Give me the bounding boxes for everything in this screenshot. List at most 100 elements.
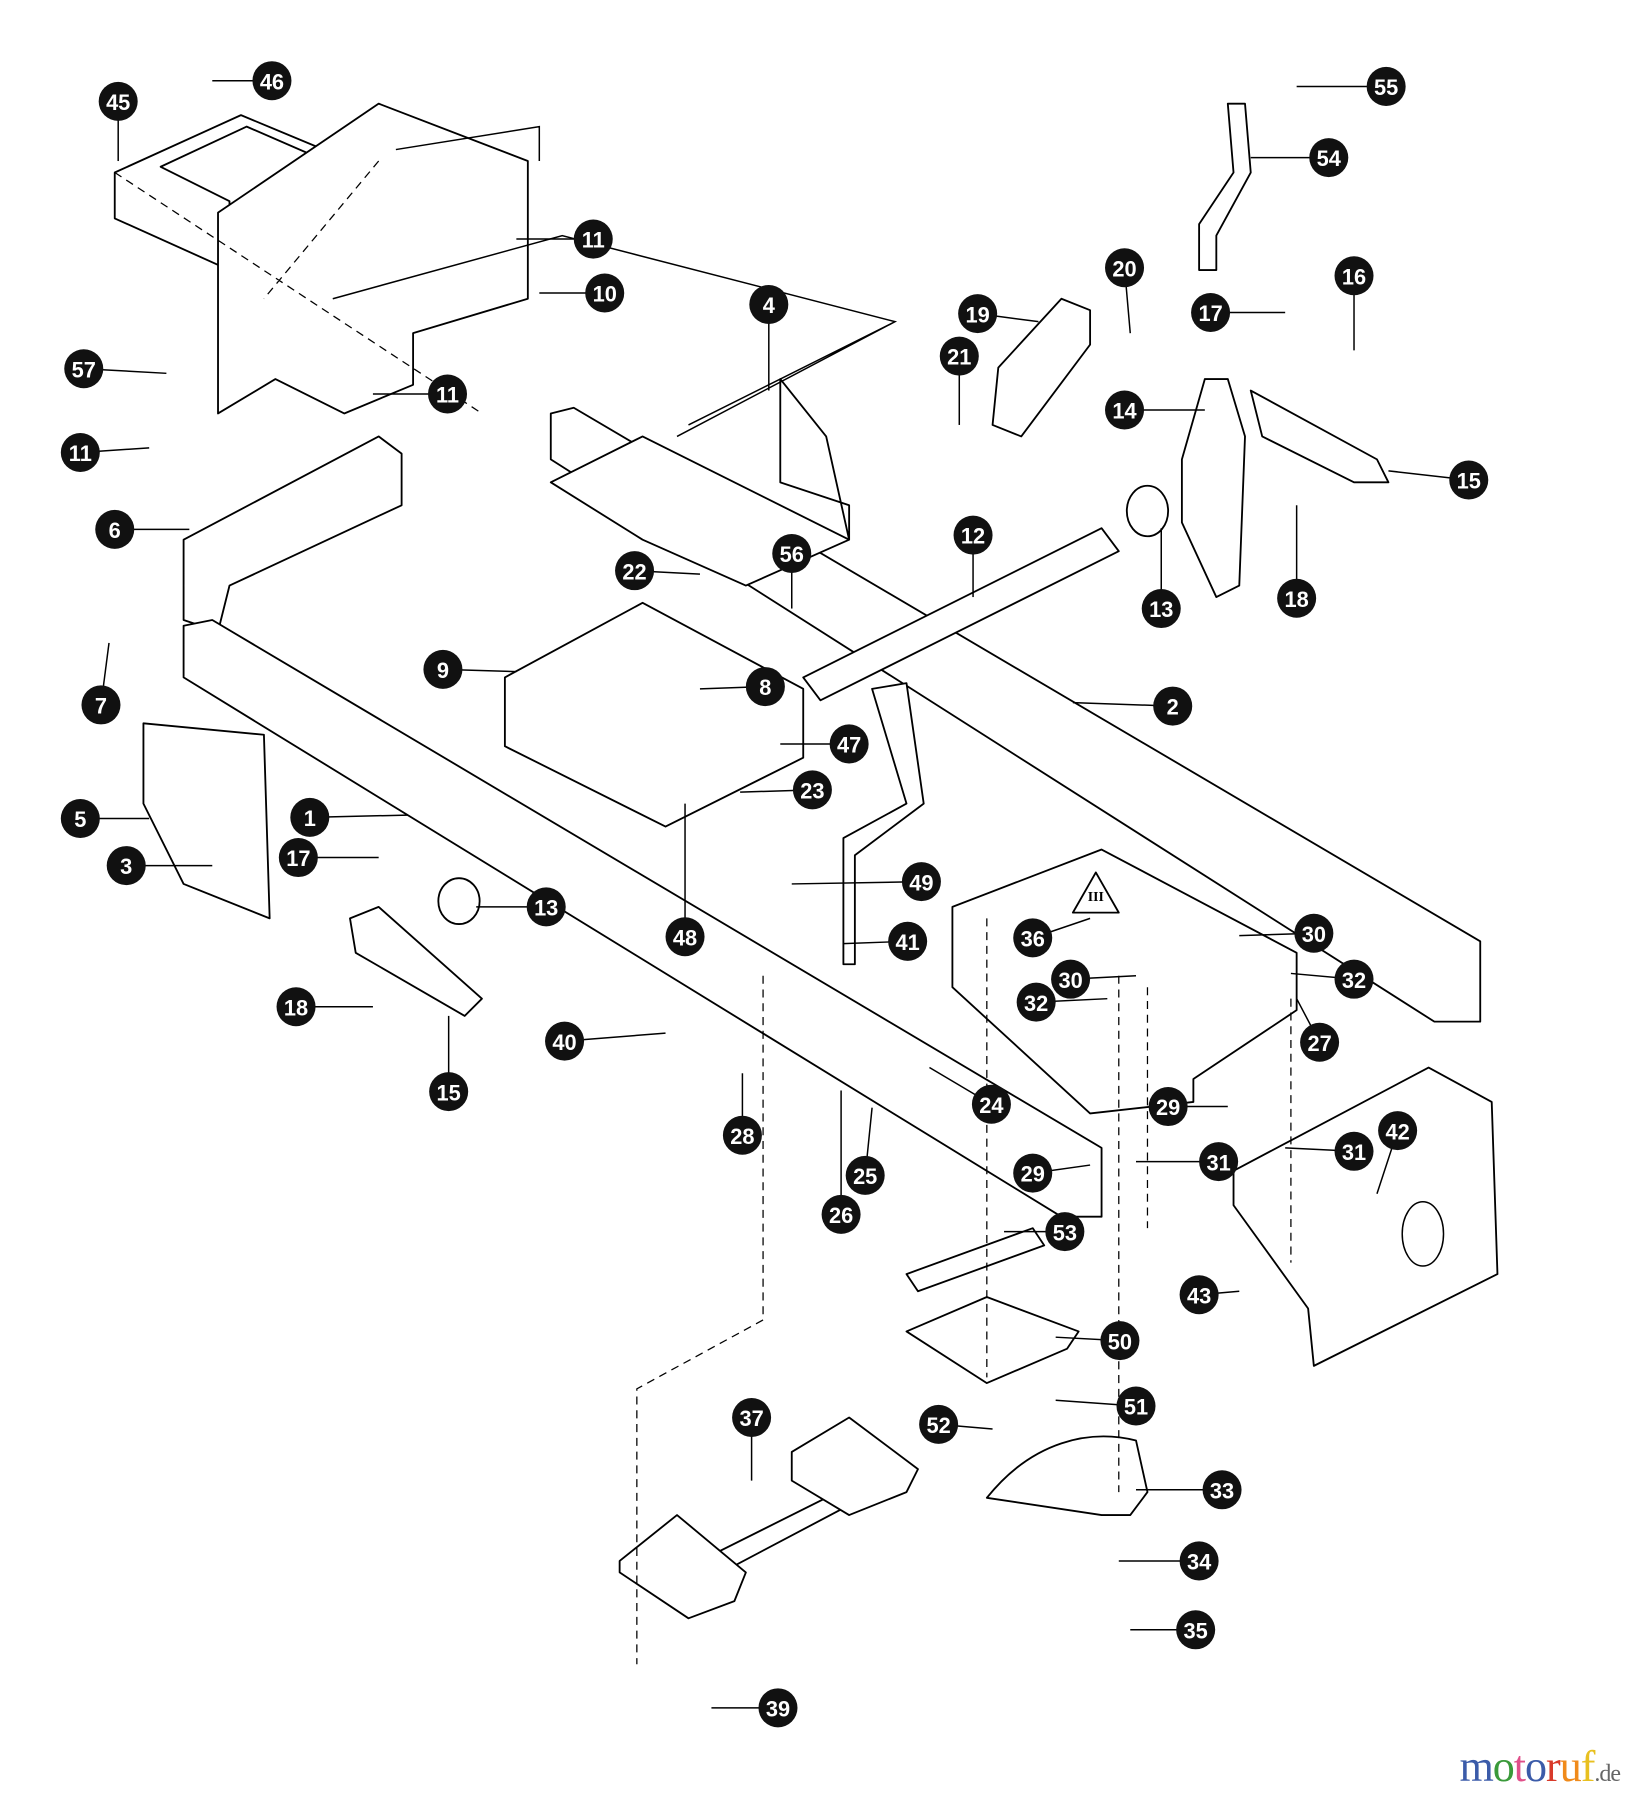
callout-number: 49 bbox=[909, 870, 933, 895]
callout-badge bbox=[1366, 66, 1406, 106]
callout-number: 23 bbox=[800, 778, 824, 803]
callout-number: 22 bbox=[622, 559, 646, 584]
callout-badge bbox=[252, 61, 292, 101]
callout-number: 37 bbox=[739, 1406, 763, 1431]
callout-badge bbox=[1277, 578, 1317, 618]
callout-42: 42 bbox=[1376, 1111, 1418, 1194]
callout-badge bbox=[1176, 1610, 1216, 1650]
callout-number: 11 bbox=[69, 441, 92, 466]
callout-31: 31 bbox=[1135, 1142, 1239, 1182]
callout-badge bbox=[1105, 248, 1145, 288]
callout-badge bbox=[1334, 256, 1374, 296]
callout-41: 41 bbox=[843, 921, 928, 961]
callout-number: 13 bbox=[1149, 597, 1173, 622]
callout-badge bbox=[1013, 1153, 1053, 1193]
callout-43: 43 bbox=[1179, 1275, 1240, 1315]
callout-badge bbox=[1105, 390, 1145, 430]
callout-badge bbox=[1202, 1470, 1242, 1510]
callout-badge bbox=[732, 1398, 772, 1438]
callout-number: 24 bbox=[979, 1093, 1003, 1118]
callout-badge bbox=[545, 1021, 585, 1061]
callout-number: 47 bbox=[837, 733, 861, 758]
callout-badge bbox=[1199, 1142, 1239, 1182]
callout-number: 41 bbox=[896, 930, 920, 955]
callout-number: 43 bbox=[1187, 1283, 1211, 1308]
callout-badge bbox=[278, 838, 318, 878]
center-plate bbox=[951, 848, 1298, 1115]
callout-badge bbox=[901, 862, 941, 902]
callout-number: 25 bbox=[853, 1164, 877, 1189]
callout-number: 8 bbox=[759, 675, 771, 700]
callout-badge bbox=[428, 374, 468, 414]
callout-11: 11 bbox=[60, 432, 150, 472]
callout-number: 20 bbox=[1112, 256, 1136, 281]
callout-badge bbox=[845, 1155, 885, 1195]
callout-8: 8 bbox=[699, 667, 785, 707]
callout-number: 32 bbox=[1024, 991, 1048, 1016]
callout-badge bbox=[749, 284, 789, 324]
assembly-line bbox=[114, 160, 1292, 1665]
callout-4: 4 bbox=[749, 284, 789, 391]
watermark-letter: t bbox=[1513, 1742, 1526, 1791]
callout-number: 21 bbox=[947, 345, 971, 370]
callout-number: 16 bbox=[1342, 264, 1366, 289]
bushing-left bbox=[437, 877, 481, 926]
callout-badge bbox=[81, 685, 121, 725]
bushing-right bbox=[1125, 484, 1170, 538]
watermark-suffix: .de bbox=[1594, 1761, 1621, 1787]
callout-badge bbox=[1294, 913, 1334, 953]
callout-number: 18 bbox=[1285, 587, 1309, 612]
callout-badge bbox=[745, 667, 785, 707]
watermark-letter: f bbox=[1580, 1742, 1596, 1791]
callout-56: 56 bbox=[772, 533, 812, 609]
callout-50: 50 bbox=[1055, 1321, 1140, 1361]
callout-6: 6 bbox=[95, 509, 190, 549]
callout-17: 17 bbox=[1191, 292, 1286, 333]
callout-number: 29 bbox=[1156, 1095, 1180, 1120]
callout-badge bbox=[1013, 918, 1053, 958]
callout-number: 5 bbox=[74, 807, 86, 832]
callout-badge bbox=[423, 649, 463, 689]
callout-25: 25 bbox=[845, 1107, 885, 1195]
callout-number: 15 bbox=[437, 1080, 461, 1105]
callout-29: 29 bbox=[1013, 1153, 1091, 1193]
callout-badge bbox=[526, 887, 566, 927]
callout-number: 2 bbox=[1167, 695, 1179, 720]
callout-badge bbox=[1309, 138, 1349, 178]
callout-number: 28 bbox=[730, 1124, 754, 1149]
callout-badge bbox=[1141, 589, 1181, 629]
callout-badge bbox=[792, 770, 832, 810]
callout-number: 6 bbox=[109, 518, 121, 543]
callout-number: 31 bbox=[1206, 1150, 1230, 1175]
watermark-logo: motoruf.de bbox=[1460, 1741, 1621, 1792]
callout-13: 13 bbox=[1141, 528, 1181, 629]
side-plate bbox=[1180, 378, 1246, 598]
callout-badge bbox=[64, 349, 104, 389]
callout-badge bbox=[1378, 1111, 1418, 1151]
callout-number: 19 bbox=[966, 302, 990, 327]
callout-18: 18 bbox=[1277, 505, 1317, 618]
callout-49: 49 bbox=[791, 862, 941, 902]
callout-number: 51 bbox=[1124, 1395, 1148, 1420]
callout-number: 33 bbox=[1210, 1478, 1234, 1503]
callout-39: 39 bbox=[711, 1688, 798, 1728]
leader-line bbox=[791, 880, 922, 885]
callout-badge bbox=[98, 81, 138, 121]
callout-15: 15 bbox=[429, 1015, 469, 1112]
callout-number: 27 bbox=[1307, 1031, 1331, 1056]
callout-35: 35 bbox=[1130, 1610, 1216, 1650]
callout-badge bbox=[1179, 1275, 1219, 1315]
callout-badge bbox=[276, 987, 316, 1027]
callout-number: 18 bbox=[284, 995, 308, 1020]
callout-number: 11 bbox=[436, 383, 459, 408]
watermark-brand: motoruf bbox=[1460, 1742, 1596, 1791]
callout-number: 3 bbox=[120, 854, 132, 879]
watermark-letter: r bbox=[1546, 1742, 1561, 1791]
callout-badge bbox=[615, 551, 655, 591]
callout-badge bbox=[953, 515, 993, 555]
callout-badge bbox=[1153, 686, 1193, 726]
callout-number: 54 bbox=[1317, 146, 1341, 171]
callout-number: 35 bbox=[1184, 1618, 1208, 1643]
callout-32: 32 bbox=[1016, 982, 1108, 1022]
